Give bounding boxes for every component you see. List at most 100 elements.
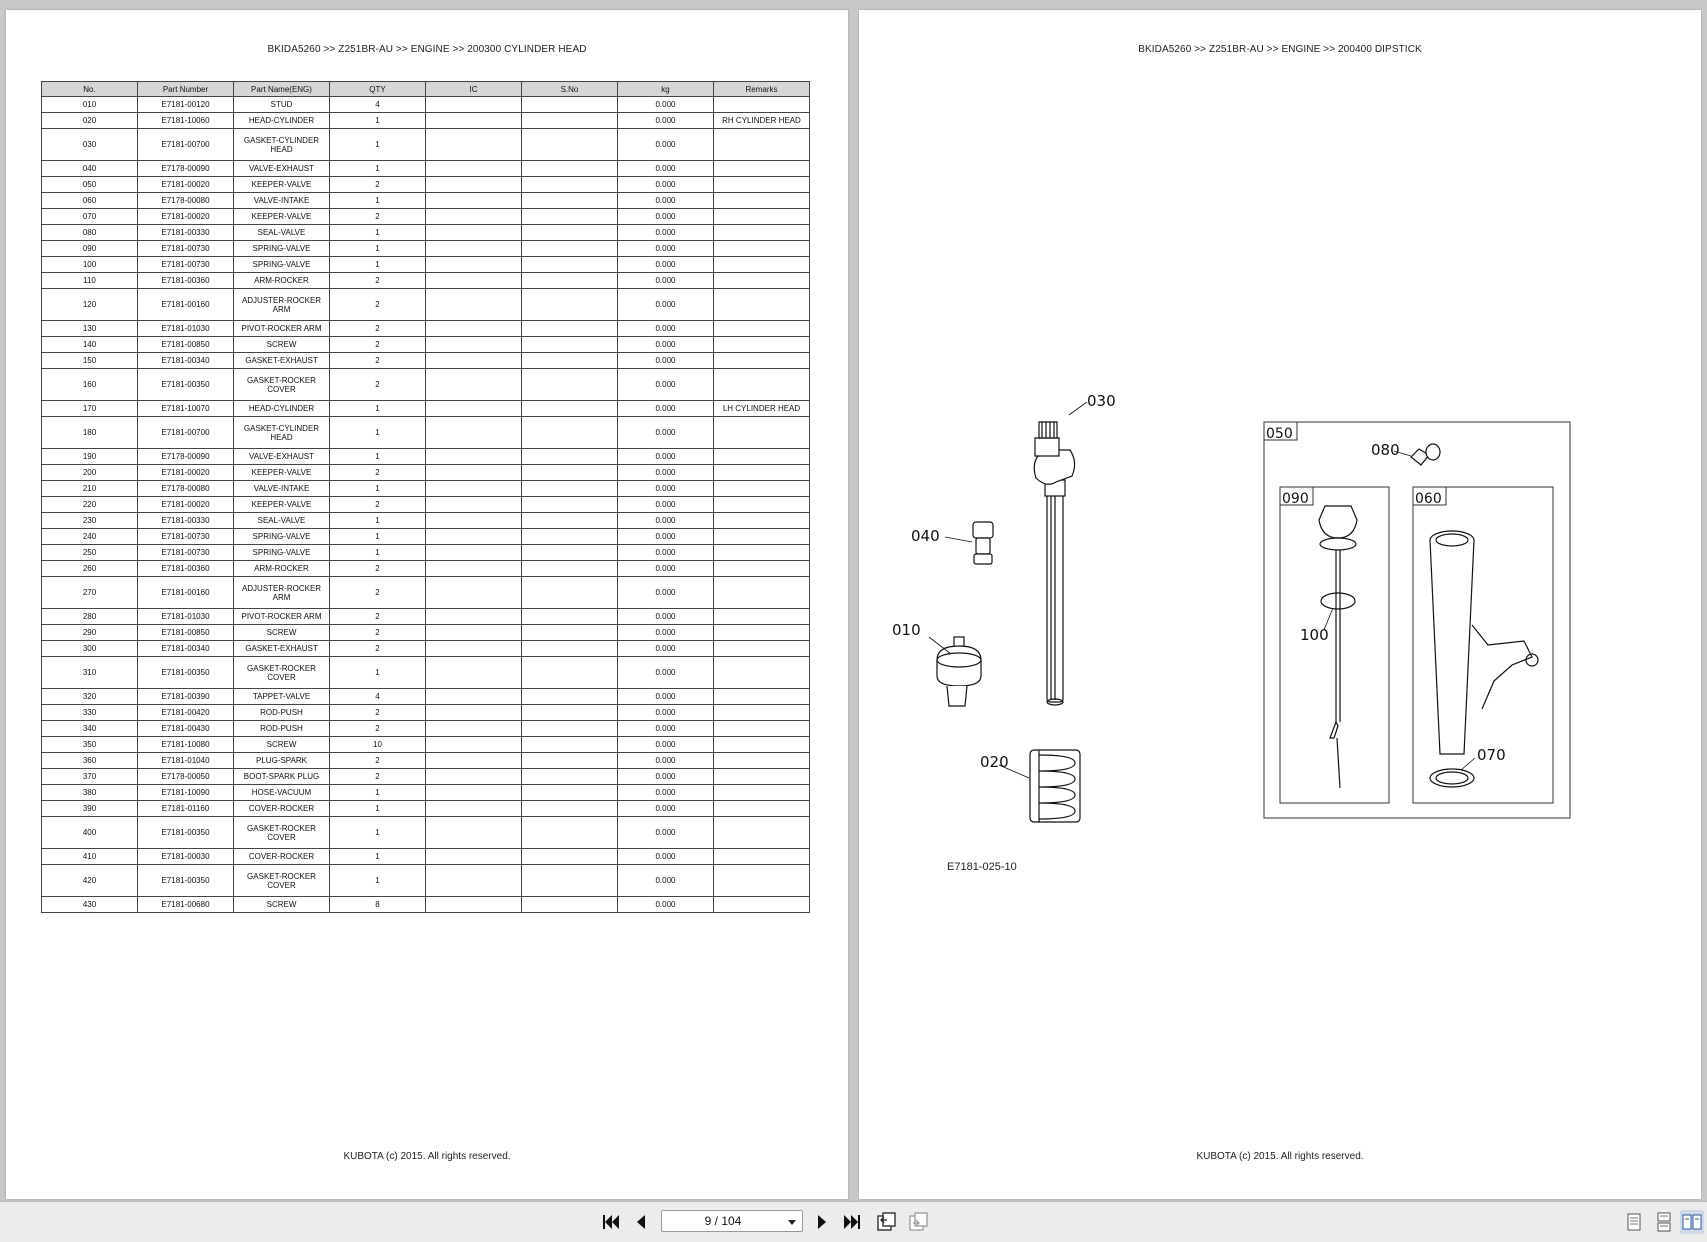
cell-part-name: SPRING-VALVE: [233, 256, 330, 273]
cell-ic: [425, 240, 522, 257]
cell-sno: [521, 864, 618, 897]
cell-ic: [425, 288, 522, 321]
cell-qty: 1: [329, 416, 426, 449]
col-header-no: No.: [41, 81, 138, 97]
cell-remarks: [713, 464, 810, 481]
cell-qty: 1: [329, 848, 426, 865]
cell-part-number: E7178-00080: [137, 480, 234, 497]
cell-qty: 1: [329, 400, 426, 417]
cell-sno: [521, 624, 618, 641]
table-header-row: No. Part Number Part Name(ENG) QTY IC S.…: [41, 81, 810, 97]
callout-090: 090: [1282, 491, 1309, 507]
cell-kg: 0.000: [617, 368, 714, 401]
cell-part-name: VALVE-INTAKE: [233, 192, 330, 209]
cell-part-name: VALVE-EXHAUST: [233, 448, 330, 465]
cell-no: 020: [41, 112, 138, 129]
cell-sno: [521, 368, 618, 401]
last-page-button[interactable]: [840, 1210, 864, 1234]
cell-no: 320: [41, 688, 138, 705]
cell-sno: [521, 480, 618, 497]
cell-part-name: VALVE-EXHAUST: [233, 160, 330, 177]
cell-remarks: [713, 288, 810, 321]
go-back-button[interactable]: [874, 1210, 898, 1234]
cell-qty: 1: [329, 256, 426, 273]
cell-qty: 1: [329, 656, 426, 689]
col-header-ic: IC: [425, 81, 522, 97]
cell-qty: 10: [329, 736, 426, 753]
cell-ic: [425, 256, 522, 273]
continuous-view-button[interactable]: [1652, 1210, 1676, 1234]
next-page-button[interactable]: [810, 1210, 834, 1234]
cell-ic: [425, 528, 522, 545]
two-page-view-button[interactable]: [1680, 1210, 1704, 1234]
cell-part-number: E7181-00850: [137, 624, 234, 641]
cell-kg: 0.000: [617, 240, 714, 257]
cell-no: 110: [41, 272, 138, 289]
single-page-view-button[interactable]: [1622, 1210, 1646, 1234]
cell-ic: [425, 560, 522, 577]
cell-kg: 0.000: [617, 176, 714, 193]
cell-qty: 2: [329, 368, 426, 401]
cell-no: 400: [41, 816, 138, 849]
cell-kg: 0.000: [617, 784, 714, 801]
page-dropdown-icon[interactable]: [788, 1220, 796, 1225]
first-page-button[interactable]: [599, 1210, 623, 1234]
cell-sno: [521, 224, 618, 241]
cell-kg: 0.000: [617, 208, 714, 225]
prev-page-button[interactable]: [629, 1210, 653, 1234]
cell-part-name: SCREW: [233, 336, 330, 353]
cell-remarks: [713, 704, 810, 721]
cell-no: 050: [41, 176, 138, 193]
cell-ic: [425, 656, 522, 689]
cell-no: 260: [41, 560, 138, 577]
cell-part-number: E7181-00850: [137, 336, 234, 353]
cell-sno: [521, 240, 618, 257]
cell-qty: 2: [329, 352, 426, 369]
cell-part-name: KEEPER-VALVE: [233, 464, 330, 481]
cell-no: 300: [41, 640, 138, 657]
page-number-field[interactable]: 9 / 104: [661, 1210, 803, 1232]
cell-kg: 0.000: [617, 128, 714, 161]
col-header-qty: QTY: [329, 81, 426, 97]
cell-qty: 1: [329, 544, 426, 561]
cell-sno: [521, 448, 618, 465]
cell-ic: [425, 128, 522, 161]
cell-ic: [425, 464, 522, 481]
cell-part-name: ROD-PUSH: [233, 704, 330, 721]
cell-remarks: [713, 368, 810, 401]
cell-remarks: [713, 176, 810, 193]
cell-ic: [425, 688, 522, 705]
cell-part-number: E7181-00390: [137, 688, 234, 705]
cell-kg: 0.000: [617, 896, 714, 913]
cell-kg: 0.000: [617, 448, 714, 465]
cell-no: 120: [41, 288, 138, 321]
cell-sno: [521, 400, 618, 417]
continuous-view-icon: [1657, 1212, 1671, 1232]
cell-remarks: [713, 336, 810, 353]
cell-part-number: E7181-00340: [137, 352, 234, 369]
cell-remarks: [713, 608, 810, 625]
cell-remarks: [713, 480, 810, 497]
cell-remarks: [713, 256, 810, 273]
cell-qty: 1: [329, 112, 426, 129]
go-forward-button[interactable]: [906, 1210, 930, 1234]
cell-sno: [521, 160, 618, 177]
cell-kg: 0.000: [617, 416, 714, 449]
cell-no: 370: [41, 768, 138, 785]
cell-remarks: [713, 896, 810, 913]
cell-part-name: VALVE-INTAKE: [233, 480, 330, 497]
callout-020: 020: [980, 753, 1009, 771]
cell-sno: [521, 528, 618, 545]
cell-part-number: E7181-00340: [137, 640, 234, 657]
cell-part-name: ARM-ROCKER: [233, 560, 330, 577]
cell-ic: [425, 752, 522, 769]
cell-ic: [425, 112, 522, 129]
